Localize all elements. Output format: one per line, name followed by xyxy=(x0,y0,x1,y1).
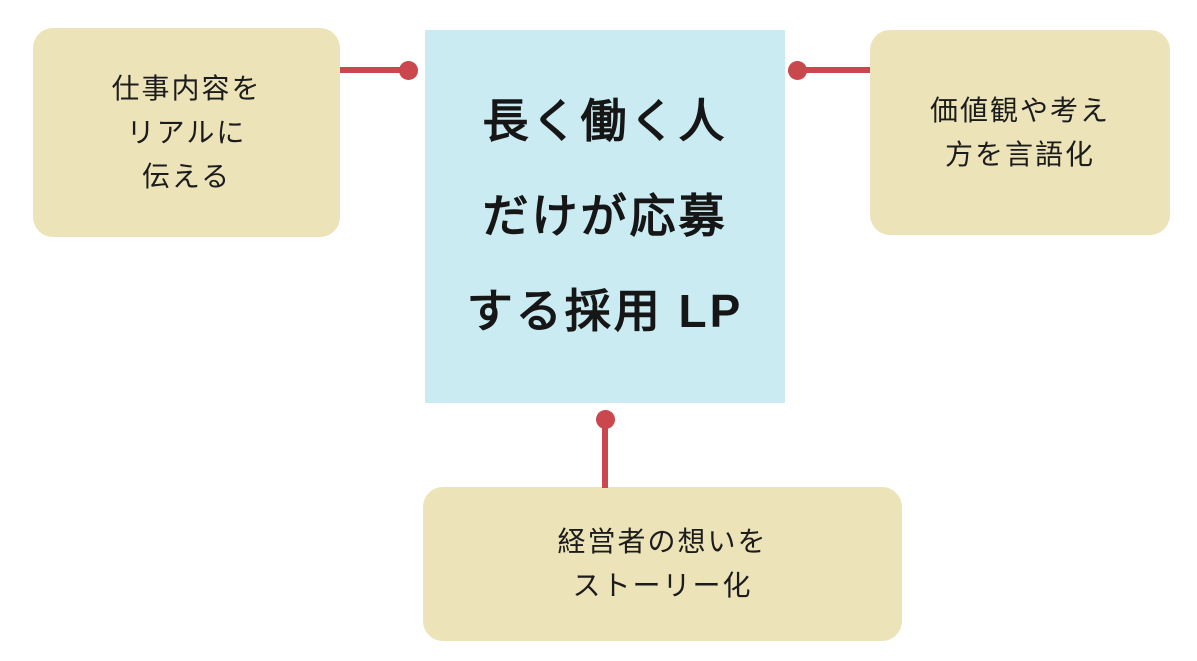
left-factor-line: 仕事内容を xyxy=(111,72,262,104)
left-factor-box: 仕事内容を リアルに 伝える xyxy=(33,28,340,237)
right-factor-text: 価値観や考え 方を言語化 xyxy=(930,89,1110,177)
connector-right-dot-icon xyxy=(788,61,807,80)
connector-bottom-dot-icon xyxy=(596,410,615,429)
bottom-factor-line: 経営者の想いを xyxy=(557,526,768,557)
connector-left-dot-icon xyxy=(399,61,418,80)
center-concept-line: だけが応募 xyxy=(482,190,728,242)
bottom-factor-text: 経営者の想いを ストーリー化 xyxy=(557,520,767,608)
connector-right-line xyxy=(797,67,870,73)
bottom-factor-box: 経営者の想いを ストーリー化 xyxy=(423,487,902,641)
left-factor-line: リアルに xyxy=(126,116,247,148)
bottom-factor-line: ストーリー化 xyxy=(572,570,753,601)
right-factor-line: 価値観や考え xyxy=(929,94,1110,126)
center-concept-line: 長く働く人 xyxy=(482,95,728,147)
center-concept-text: 長く働く人 だけが応募 する採用 LP xyxy=(467,74,744,359)
center-concept-box: 長く働く人 だけが応募 する採用 LP xyxy=(425,30,785,403)
right-factor-box: 価値観や考え 方を言語化 xyxy=(870,30,1170,235)
connector-bottom-line xyxy=(602,419,608,488)
right-factor-line: 方を言語化 xyxy=(944,138,1095,170)
connector-left-line xyxy=(340,67,408,73)
left-factor-line: 伝える xyxy=(141,160,232,192)
left-factor-text: 仕事内容を リアルに 伝える xyxy=(111,67,261,199)
center-concept-line: する採用 LP xyxy=(466,285,744,337)
